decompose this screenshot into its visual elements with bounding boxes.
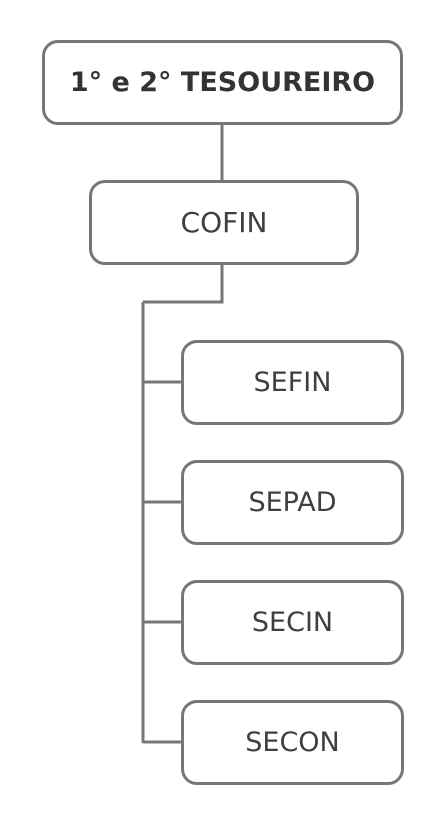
node-secon-label: SECON	[245, 727, 340, 758]
node-tesoureiro-label: 1° e 2° TESOUREIRO	[69, 67, 376, 98]
node-tesoureiro: 1° e 2° TESOUREIRO	[42, 40, 403, 125]
connector-cofin-to-trunk	[143, 265, 224, 304]
node-secin-label: SECIN	[251, 607, 334, 638]
node-sefin-label: SEFIN	[253, 367, 332, 398]
node-sefin: SEFIN	[181, 340, 404, 425]
node-secon: SECON	[181, 700, 404, 785]
node-secin: SECIN	[181, 580, 404, 665]
node-sepad: SEPAD	[181, 460, 404, 545]
node-cofin: COFIN	[89, 180, 359, 265]
node-sepad-label: SEPAD	[248, 487, 337, 518]
node-cofin-label: COFIN	[180, 206, 268, 239]
